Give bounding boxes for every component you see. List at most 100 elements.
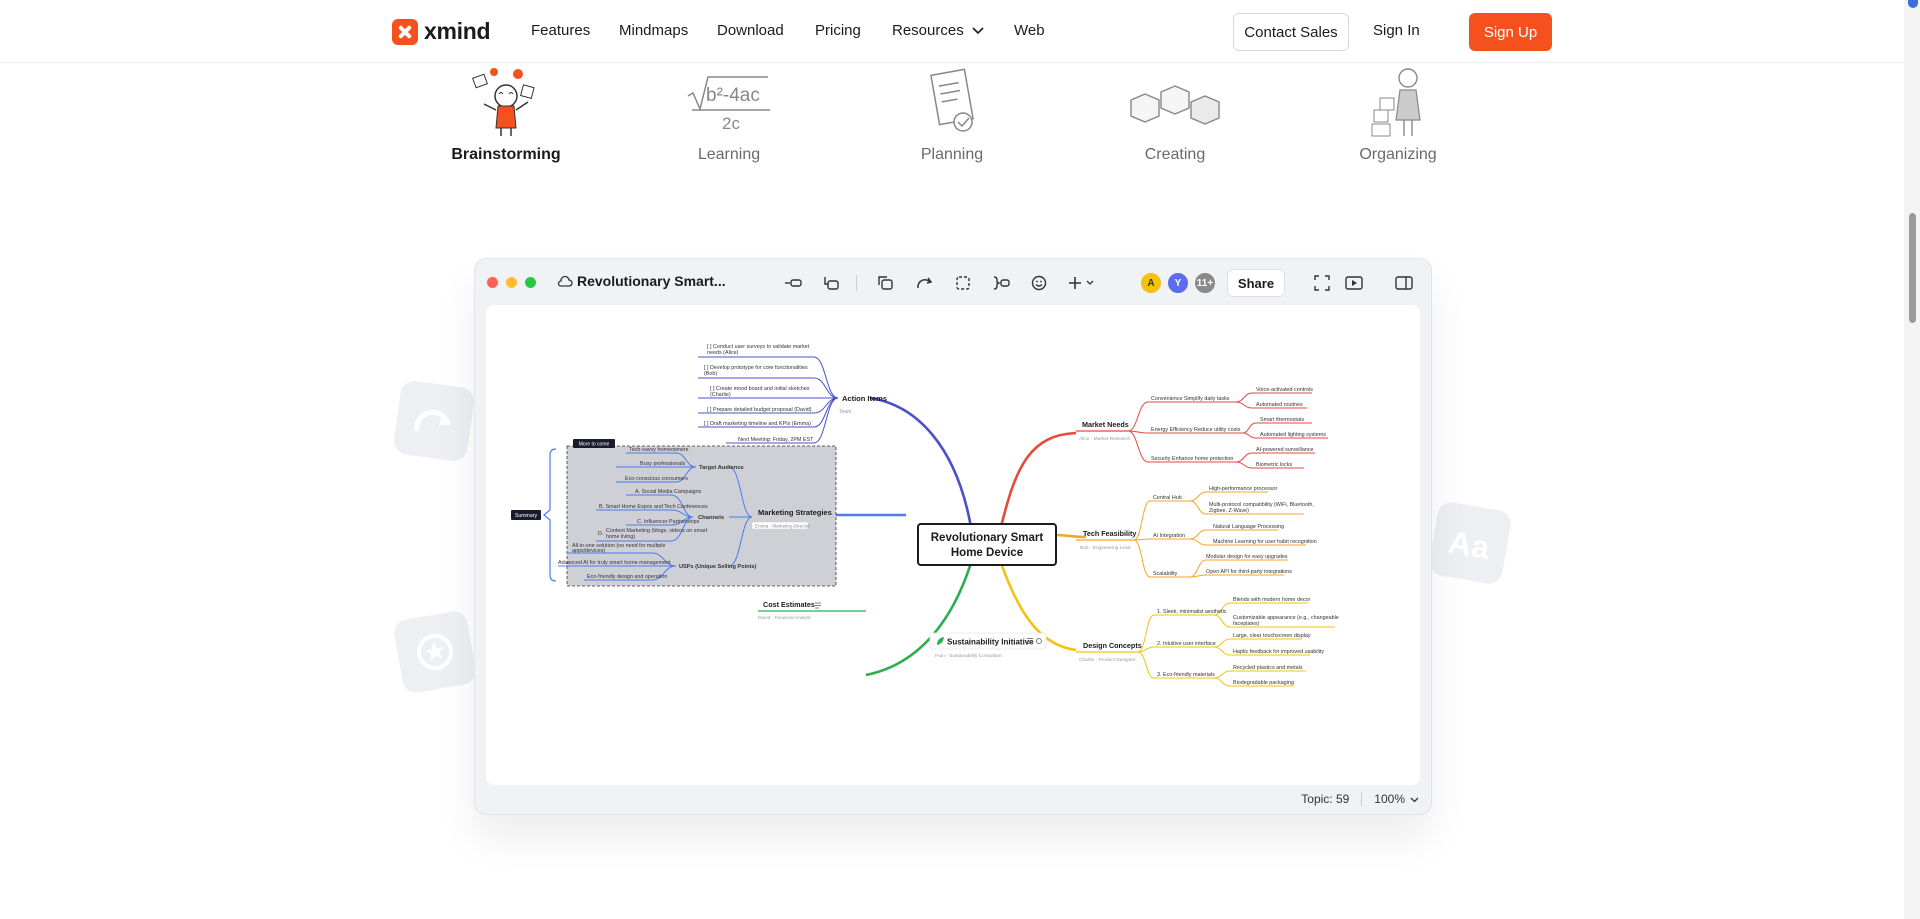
topic-marketing-strategies[interactable]: Marketing Strategies Emma · Marketing Di… bbox=[751, 508, 832, 530]
usecase-learning[interactable]: b²-4ac 2c Learning bbox=[649, 66, 809, 164]
market-branch-security: Security Enhance home protection bbox=[1151, 456, 1233, 462]
nav-link-features[interactable]: Features bbox=[531, 22, 591, 39]
close-window-button[interactable] bbox=[487, 277, 498, 288]
tech-leaf-5: Modular design for easy upgrades bbox=[1206, 554, 1288, 560]
nav-link-pricing[interactable]: Pricing bbox=[815, 22, 861, 39]
usecase-creating[interactable]: Creating bbox=[1095, 66, 1255, 164]
insert-subtopic-button[interactable] bbox=[820, 272, 842, 294]
minimize-window-button[interactable] bbox=[506, 277, 517, 288]
tech-leaf-3: Natural Language Processing bbox=[1213, 524, 1284, 530]
action-item-2b: (Bob) bbox=[704, 371, 717, 377]
formula-icon: b²-4ac 2c bbox=[687, 76, 770, 133]
scrollbar-thumb[interactable] bbox=[1909, 213, 1916, 323]
tech-leaf-4: Machine Learning for user habit recognit… bbox=[1213, 539, 1317, 545]
relationship-button[interactable] bbox=[874, 272, 896, 294]
topic-cost-estimates[interactable]: Cost Estimates David · Financial Analyst bbox=[758, 600, 866, 621]
nav-link-resources[interactable]: Resources bbox=[892, 22, 984, 39]
topic-count: Topic: 59 bbox=[1301, 792, 1350, 806]
extension-indicator bbox=[1908, 0, 1918, 8]
nav-link-download[interactable]: Download bbox=[717, 22, 784, 39]
zoom-select[interactable]: 100% bbox=[1374, 792, 1419, 806]
central-topic-line1: Revolutionary Smart bbox=[931, 532, 1044, 544]
star-badge-icon bbox=[417, 634, 453, 670]
usecase-brainstorming[interactable]: Brainstorming bbox=[426, 66, 586, 164]
emoji-icon bbox=[1031, 275, 1047, 291]
branch-tech bbox=[1055, 533, 1087, 539]
summary-label: Summary bbox=[515, 513, 538, 519]
present-button[interactable] bbox=[1343, 272, 1365, 294]
redo-icon bbox=[414, 409, 451, 432]
contact-sales-button[interactable]: Contact Sales bbox=[1233, 13, 1349, 51]
usecase-label: Creating bbox=[1144, 146, 1206, 163]
insert-menu-button[interactable] bbox=[1067, 272, 1099, 294]
collaborator-avatar-y[interactable]: Y bbox=[1166, 271, 1190, 295]
tech-title: Tech Feasibility bbox=[1083, 529, 1136, 538]
copy-icon bbox=[878, 276, 893, 290]
branch-action-items bbox=[869, 396, 973, 528]
summary-button[interactable] bbox=[990, 272, 1012, 294]
design-leaf-4: Haptic feedback for improved usability bbox=[1233, 649, 1324, 655]
topic-action-items[interactable]: Action Items Team bbox=[839, 394, 887, 415]
usecase-label: Organizing bbox=[1359, 146, 1437, 163]
nav-link-resources-label: Resources bbox=[892, 22, 964, 39]
channel-a: A. Social Media Campaigns bbox=[635, 489, 702, 495]
brand-logo[interactable]: xmind bbox=[392, 18, 491, 45]
note-icon bbox=[815, 602, 821, 609]
action-items-title: Action Items bbox=[842, 394, 887, 403]
document-title[interactable]: Revolutionary Smart... bbox=[577, 273, 726, 289]
app-window: Revolutionary Smart... A Y 11+ Share bbox=[474, 258, 1432, 815]
share-button[interactable]: Share bbox=[1227, 269, 1285, 297]
checklist-icon bbox=[930, 68, 974, 132]
maximize-window-button[interactable] bbox=[525, 277, 536, 288]
design-title: Design Concepts bbox=[1083, 641, 1142, 650]
chevron-down-icon bbox=[1410, 797, 1419, 803]
boundary-button[interactable] bbox=[952, 272, 974, 294]
branch-market-needs bbox=[999, 431, 1077, 528]
audience-2: Busy professionals bbox=[640, 461, 686, 467]
channel-d-line2: home living) bbox=[606, 534, 635, 540]
usecase-organizing[interactable]: Organizing bbox=[1318, 66, 1478, 164]
tech-leaf-2a: Multi-protocol compatibility (WiFi, Blue… bbox=[1209, 502, 1314, 508]
insert-topic-button[interactable] bbox=[782, 272, 804, 294]
emoji-button[interactable] bbox=[1028, 272, 1050, 294]
target-audience-label: Target Audience bbox=[699, 465, 745, 471]
organizing-person-icon bbox=[1371, 68, 1421, 137]
usp-2: Advanced AI for truly smart home managem… bbox=[558, 560, 671, 566]
usecase-planning[interactable]: Planning bbox=[872, 66, 1032, 164]
more-to-come-label: More to come bbox=[579, 442, 610, 448]
page-scrollbar[interactable] bbox=[1904, 0, 1920, 919]
marketing-boundary[interactable] bbox=[566, 445, 837, 587]
summary-brace bbox=[543, 448, 557, 582]
topic-tech-feasibility[interactable]: Tech Feasibility Bob · Engineering Lead bbox=[1076, 529, 1136, 551]
central-topic-line2: Home Device bbox=[951, 547, 1023, 559]
tech-leaf-6: Open API for third-party integrations bbox=[1206, 569, 1292, 575]
side-panel-button[interactable] bbox=[1393, 272, 1415, 294]
channel-d-marker: D. bbox=[598, 531, 603, 537]
channels-label: Channels bbox=[698, 515, 724, 521]
topic-market-needs[interactable]: Market Needs Alice · Market Research bbox=[1076, 420, 1131, 442]
nav-link-mindmaps[interactable]: Mindmaps bbox=[619, 22, 689, 39]
topic-sustainability[interactable]: Sustainability Initiative Fran · Sustain… bbox=[929, 632, 1047, 659]
tech-leaf-2b: Zigbee, Z-Wave) bbox=[1209, 508, 1249, 514]
status-bar: Topic: 59 100% bbox=[1301, 792, 1419, 806]
panel-icon bbox=[1395, 276, 1413, 290]
central-topic[interactable]: Revolutionary Smart Home Device bbox=[917, 523, 1057, 566]
sign-up-button[interactable]: Sign Up bbox=[1469, 13, 1552, 51]
undo-redo-button[interactable] bbox=[913, 272, 935, 294]
market-leaf-2: Automated routines bbox=[1256, 402, 1303, 408]
fullscreen-button[interactable] bbox=[1311, 272, 1333, 294]
collaborator-avatar-a[interactable]: A bbox=[1139, 271, 1163, 295]
channel-c: C. Influencer Partnerships bbox=[637, 519, 700, 525]
status-divider bbox=[1361, 792, 1363, 806]
mindmap-canvas[interactable]: Revolutionary Smart Home Device Action I… bbox=[486, 305, 1420, 785]
subtopic-icon bbox=[824, 277, 839, 290]
design-branch-2: 2. Intuitive user interface bbox=[1157, 641, 1216, 647]
nav-link-web[interactable]: Web bbox=[1014, 22, 1045, 39]
sign-in-link[interactable]: Sign In bbox=[1373, 22, 1420, 39]
topic-design-concepts[interactable]: Design Concepts Charlie · Product Design… bbox=[1076, 641, 1142, 663]
design-leaf-1: Blends with modern home decor bbox=[1233, 597, 1311, 603]
cloud-icon bbox=[557, 275, 573, 287]
collaborator-count[interactable]: 11+ bbox=[1193, 271, 1217, 295]
design-branch-1: 1. Sleek, minimalist aesthetic bbox=[1157, 609, 1227, 615]
